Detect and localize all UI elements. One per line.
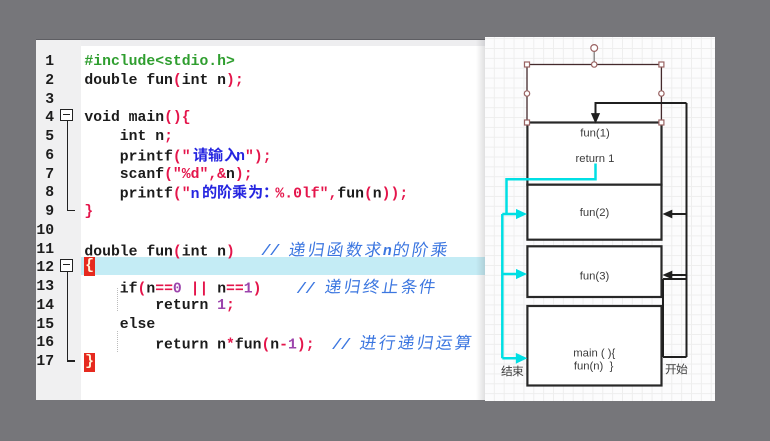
svg-text:fun(n) }: fun(n) } <box>574 360 614 372</box>
svg-text:fun(3): fun(3) <box>580 270 610 282</box>
svg-text:fun(2): fun(2) <box>580 206 610 218</box>
svg-text:fun(1): fun(1) <box>580 127 610 139</box>
svg-text:return 1: return 1 <box>576 153 615 165</box>
svg-text:main ( ){: main ( ){ <box>573 347 615 359</box>
